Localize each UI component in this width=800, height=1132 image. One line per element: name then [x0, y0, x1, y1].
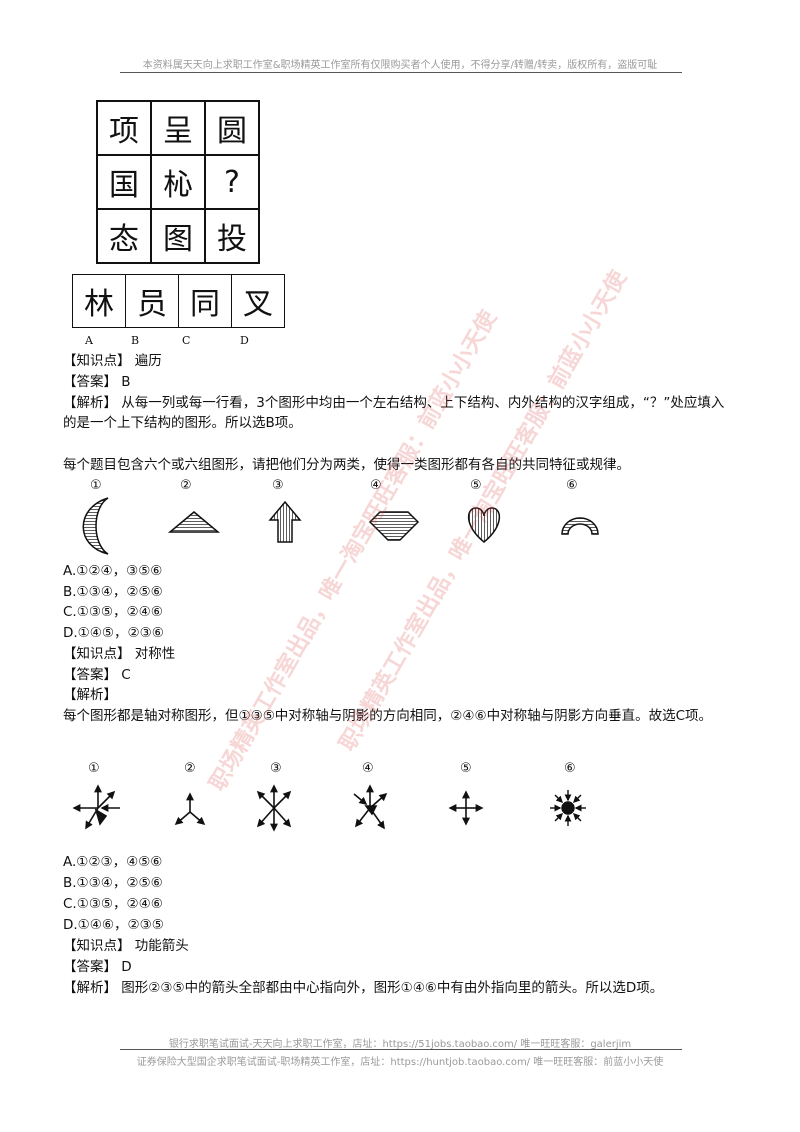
q2-choice-a: A.①②④，③⑤⑥ — [63, 563, 163, 579]
figure-label: ④ — [362, 761, 374, 776]
q3-choice-c: C.①③⑤，②④⑥ — [63, 896, 163, 912]
q2-knowledge: 【知识点】 对称性 — [63, 646, 176, 662]
q2-choice-b: B.①③④，②⑤⑥ — [63, 584, 163, 600]
grid-cell: 杺 — [150, 154, 206, 210]
arrow-figure-2 — [174, 792, 206, 826]
figure-label: ⑤ — [460, 761, 472, 776]
q3-choice-a: A.①②③，④⑤⑥ — [63, 854, 163, 870]
grid-cell: 项 — [96, 100, 152, 156]
q2-analysis-head: 【解析】 — [63, 687, 117, 703]
footer-rule — [120, 1049, 682, 1050]
header-rule — [120, 72, 682, 73]
crescent-figure — [82, 497, 109, 555]
footer-line-1: 银行求职笔试面试-天天向上求职工作室，店址：https://51jobs.tao… — [168, 1039, 632, 1050]
arrow-figure-6 — [550, 790, 586, 826]
q1-analysis: 【解析】 从每一列或每一行看，3个图形中均由一个左右结构、上下结构、内外结构的汉… — [63, 395, 725, 411]
figure-label: ⑥ — [566, 478, 578, 493]
q2-choice-c: C.①③⑤，②④⑥ — [63, 604, 163, 620]
arrow-up-figure — [268, 500, 302, 543]
grid-cell: 国 — [96, 154, 152, 210]
arrow-figure-3 — [256, 784, 292, 832]
option-letter: C — [182, 334, 191, 347]
header-notice: 本资料属天天向上求职工作室&职场精英工作室所有仅限购买者个人使用，不得分享/转赠… — [142, 60, 658, 71]
q3-choice-b: B.①③④，②⑤⑥ — [63, 875, 163, 891]
pentagon-figure — [368, 511, 420, 541]
grid-cell: 图 — [150, 208, 206, 264]
figure-label: ② — [180, 478, 192, 493]
grid-cell: 呈 — [150, 100, 206, 156]
q3-choice-d: D.①④⑥，②③⑤ — [63, 917, 164, 933]
heart-figure — [468, 507, 500, 543]
q2-analysis: 每个图形都是轴对称图形，但①③⑤中对称轴与阴影的方向相同，②④⑥中对称轴与阴影方… — [63, 708, 713, 724]
figure-label: ③ — [270, 761, 282, 776]
arch-figure — [561, 517, 599, 535]
arrow-figure-1 — [72, 784, 120, 830]
option-letter: D — [240, 334, 249, 347]
q2-prompt: 每个题目包含六个或六组图形，请把他们分为两类，使得一类图形都有各自的共同特征或规… — [63, 457, 630, 473]
figure-label: ③ — [272, 478, 284, 493]
figure-label: ② — [184, 761, 196, 776]
q3-knowledge: 【知识点】 功能箭头 — [63, 938, 189, 954]
option-cell: 员 — [125, 274, 179, 328]
q3-answer: 【答案】 D — [63, 959, 132, 975]
question1-grid: 项 呈 圆 国 杺 ? 态 图 投 — [96, 100, 260, 264]
grid-cell: 态 — [96, 208, 152, 264]
q2-choice-d: D.①④⑤，②③⑥ — [63, 625, 164, 641]
q3-analysis: 【解析】 图形②③⑤中的箭头全部都由中心指向外，图形①④⑥中有由外指向里的箭头。… — [63, 980, 664, 996]
option-cell: 叉 — [231, 274, 285, 328]
q1-knowledge: 【知识点】 遍历 — [63, 353, 162, 369]
option-letter: A — [85, 334, 93, 347]
arrow-figures — [72, 784, 586, 832]
arrow-figure-4 — [353, 784, 388, 830]
option-letter: B — [131, 334, 140, 347]
grid-cell: 圆 — [204, 100, 260, 156]
footer-line-2: 证券保险大型国企求职笔试面试-职场精英工作室，店址：https://huntjo… — [136, 1057, 664, 1068]
triangle-figure — [167, 511, 221, 533]
figure-label: ① — [90, 478, 102, 493]
option-cell: 林 — [72, 274, 126, 328]
figure-label: ① — [88, 761, 100, 776]
grid-cell: ? — [204, 154, 260, 210]
figure-label: ⑥ — [564, 761, 576, 776]
symmetry-figures — [82, 497, 599, 555]
q2-answer: 【答案】 C — [63, 667, 131, 683]
arrow-figure-5 — [448, 790, 484, 826]
figure-label: ⑤ — [470, 478, 482, 493]
figure-label: ④ — [370, 478, 382, 493]
q1-analysis-cont: 的是一个上下结构的图形。所以选B项。 — [63, 415, 302, 431]
option-cell: 同 — [178, 274, 232, 328]
q1-answer: 【答案】 B — [63, 374, 131, 390]
grid-cell: 投 — [204, 208, 260, 264]
question1-options: 林 员 同 叉 — [72, 274, 285, 328]
